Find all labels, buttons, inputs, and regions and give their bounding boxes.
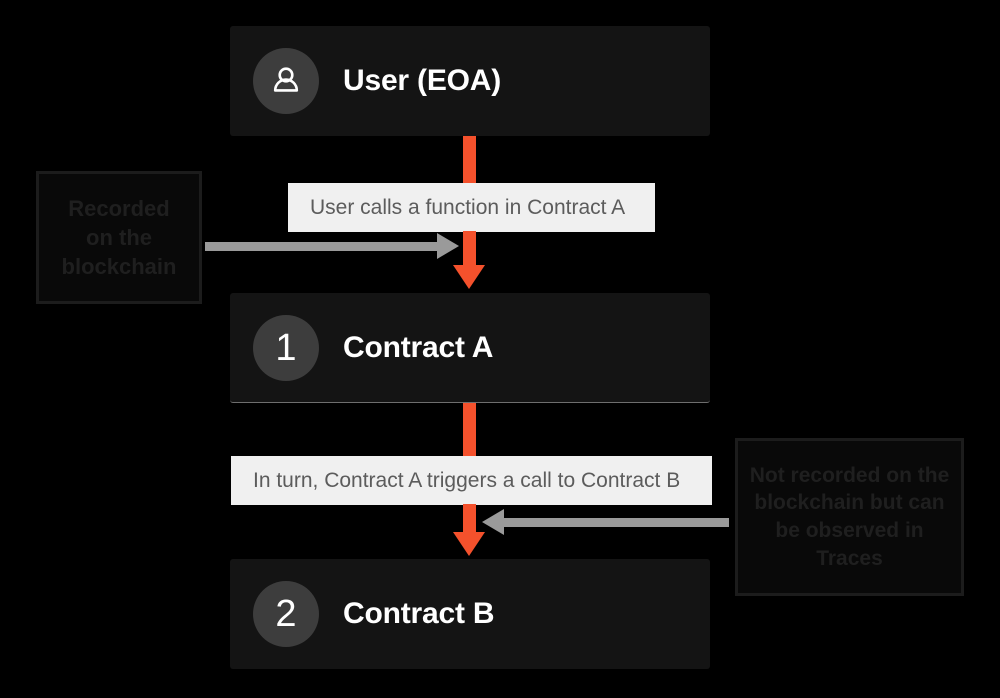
node-contract-a[interactable]: 1 Contract A [230, 293, 710, 403]
arrow-user-to-contract-a-lower [463, 231, 476, 267]
annotation-arrowhead-right [437, 233, 459, 259]
arrow-user-to-contract-a-upper [463, 136, 476, 184]
arrow-contract-a-to-b-lower [463, 504, 476, 534]
user-icon-badge [253, 48, 319, 114]
user-icon [273, 67, 299, 92]
step-number-badge-1: 1 [253, 314, 319, 381]
node-user-label: User (EOA) [343, 64, 502, 97]
annotation-recorded-on-blockchain: Recorded on the blockchain [36, 171, 202, 304]
caption-1-text: User calls a function in Contract A [310, 195, 626, 219]
annotation-arrowhead-left [482, 509, 504, 535]
step-number-badge-2: 2 [253, 581, 319, 647]
annotation-left-line-3: blockchain [61, 254, 177, 280]
annotation-not-recorded-traces: Not recorded on the blockchain but can b… [735, 438, 964, 596]
annotation-left-line-2: on the [86, 224, 152, 250]
annotation-right-line-3: be observed in [775, 519, 924, 542]
arrowhead-to-contract-b [453, 532, 485, 556]
annotation-right-line-4: Traces [816, 546, 883, 570]
step-number-1: 1 [275, 326, 297, 369]
arrow-contract-a-to-b-upper [463, 403, 476, 457]
annotation-arrow-left-to-flow [205, 242, 440, 251]
node-user[interactable]: User (EOA) [230, 26, 710, 136]
caption-user-calls-contract-a: User calls a function in Contract A [288, 183, 655, 232]
caption-2-text: In turn, Contract A triggers a call to C… [253, 468, 681, 492]
arrowhead-to-contract-a [453, 265, 485, 289]
node-contract-a-label: Contract A [343, 330, 494, 364]
caption-contract-a-triggers-b: In turn, Contract A triggers a call to C… [231, 456, 712, 505]
annotation-left-line-1: Recorded [68, 195, 170, 221]
annotation-right-line-1: Not recorded on the [749, 463, 950, 487]
step-number-2: 2 [275, 593, 297, 635]
annotation-right-line-2: blockchain but can [754, 491, 945, 515]
annotation-arrow-right-to-flow [500, 518, 729, 527]
node-contract-b[interactable]: 2 Contract B [230, 559, 710, 669]
node-contract-b-label: Contract B [343, 597, 495, 630]
